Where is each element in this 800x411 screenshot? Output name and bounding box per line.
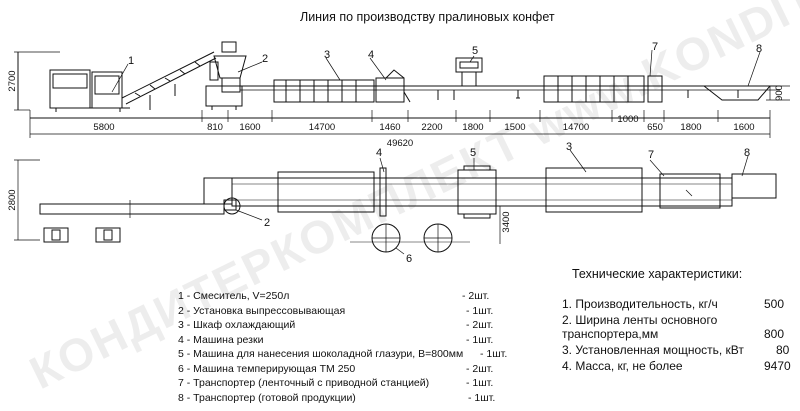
dim-1800-b: 1800 [680, 122, 701, 133]
dim-1460: 1460 [379, 122, 400, 133]
belt-transporter [647, 75, 689, 103]
spec-label: 2. Ширина ленты основного транспортера,м… [562, 313, 718, 341]
legend-label: 8 - Транспортер (готовой продукции) [178, 391, 356, 404]
legend-qty: - 2шт. [466, 319, 494, 331]
dim-plan-3400: 3400 [501, 211, 512, 232]
callout-plan-4: 4 [376, 147, 382, 159]
plan-enrober [457, 169, 497, 215]
legend-qty: - 1шт. [466, 304, 494, 317]
dim-1600-a: 1600 [239, 122, 260, 133]
cutting-machine [375, 69, 411, 103]
plan-cabinet-right [545, 167, 643, 213]
legend-label: 6 - Машина темперирующая ТМ 250 [178, 362, 356, 375]
callout-side-3: 3 [324, 49, 330, 61]
dim-2200: 2200 [421, 122, 442, 133]
dim-1800-a: 1800 [462, 122, 483, 133]
callout-plan-3: 3 [566, 141, 572, 153]
dim-1600-b: 1600 [733, 122, 754, 133]
legend-label: 2 - Установка выпрессовывающая [178, 304, 346, 317]
legend-row: 2 - Установка выпрессовывающая - 1шт. [178, 305, 508, 320]
legend-label: 7 - Транспортер (ленточный с приводной с… [178, 377, 430, 389]
callout-side-5: 5 [472, 45, 478, 57]
plan-main-conveyor [231, 177, 733, 207]
plan-output-transporter [731, 173, 777, 199]
callout-side-8: 8 [756, 43, 762, 55]
equipment-legend: 1 - Смеситель, V=250л - 2шт. 2 - Установк… [178, 290, 508, 406]
extruder-unit [205, 41, 247, 110]
plan-mixer-a [43, 227, 69, 243]
spec-row: 2. Ширина ленты основного транспортера,м… [562, 313, 784, 343]
plan-cabinet-left [277, 171, 375, 213]
dim-height-2700: 2700 [7, 70, 18, 91]
mixer-unit [49, 69, 130, 112]
specs-title: Технические характеристики: [572, 267, 743, 281]
legend-qty: - 1шт. [480, 348, 508, 360]
callout-plan-2: 2 [264, 217, 270, 229]
spec-label: 1. Производительность, кг/ч [562, 297, 718, 311]
plan-mixer-b [95, 227, 121, 243]
callout-plan-8: 8 [744, 147, 750, 159]
plan-transporter [659, 173, 721, 209]
legend-qty: - 1шт. [468, 391, 496, 404]
spec-value: 500 [764, 297, 785, 311]
dim-810: 810 [207, 122, 223, 133]
drawing-title: Линия по производству пралиновых конфет [300, 10, 555, 24]
spec-row: 1. Производительность, кг/ч 500 [562, 297, 797, 313]
legend-label: 4 - Машина резки [178, 333, 264, 346]
spec-row: 3. Установленная мощность, кВт 80 [562, 343, 797, 359]
legend-row: 1 - Смеситель, V=250л - 2шт. [178, 290, 508, 305]
dim-14700-b: 14700 [563, 122, 589, 133]
inclined-conveyor [121, 51, 217, 110]
legend-row: 6 - Машина темперирующая ТМ 250 - 2шт. [178, 363, 508, 378]
callout-plan-7: 7 [648, 149, 654, 161]
legend-qty: - 1шт. [466, 377, 494, 389]
callout-plan-6: 6 [406, 253, 412, 265]
legend-qty: - 1шт. [466, 333, 494, 346]
dim-1500: 1500 [504, 122, 525, 133]
plan-view [14, 149, 777, 255]
legend-label: 5 - Машина для нанесения шоколадной глаз… [178, 348, 464, 360]
legend-row: 3 - Шкаф охлаждающий - 2шт. [178, 319, 508, 334]
cooling-cabinet-right [543, 75, 645, 103]
legend-label: 1 - Смеситель, V=250л [178, 290, 290, 302]
legend-qty: - 2шт. [462, 290, 490, 302]
dim-plan-2800: 2800 [7, 189, 18, 210]
legend-row: 4 - Машина резки - 1шт. [178, 334, 508, 349]
callout-side-7: 7 [652, 41, 658, 53]
legend-qty: - 2шт. [466, 362, 494, 375]
dim-14700-a: 14700 [309, 122, 335, 133]
cooling-cabinet-left [273, 79, 375, 103]
dim-650: 650 [647, 122, 663, 133]
callout-side-1: 1 [128, 55, 134, 67]
callout-side-4: 4 [368, 49, 374, 61]
plan-feed-conveyor [39, 203, 225, 215]
finished-product-transporter [703, 85, 771, 101]
spec-value: 9470 [764, 359, 791, 373]
spec-value: 80 [776, 343, 790, 357]
legend-row: 8 - Транспортер (готовой продукции) - 1шт… [178, 392, 508, 407]
dim-1000: 1000 [617, 114, 638, 125]
dim-5800: 5800 [93, 122, 114, 133]
side-view [14, 41, 790, 138]
dim-total: 49620 [387, 138, 413, 149]
dim-height-900: 900 [774, 85, 785, 101]
callout-plan-5: 5 [470, 147, 476, 159]
callout-side-2: 2 [262, 53, 268, 65]
legend-label: 3 - Шкаф охлаждающий [178, 319, 296, 331]
plan-cutter [379, 167, 387, 217]
spec-row: 4. Масса, кг, не более 9470 [562, 359, 797, 375]
enrober-machine [437, 57, 483, 100]
legend-row: 7 - Транспортер (ленточный с приводной с… [178, 377, 508, 392]
spec-label: 3. Установленная мощность, кВт [562, 343, 744, 357]
spec-label: 4. Масса, кг, не более [562, 359, 683, 373]
specs-list: 1. Производительность, кг/ч 500 2. Ширина… [562, 297, 797, 375]
spec-value: 800 [764, 327, 785, 341]
legend-row: 5 - Машина для нанесения шоколадной глаз… [178, 348, 508, 363]
